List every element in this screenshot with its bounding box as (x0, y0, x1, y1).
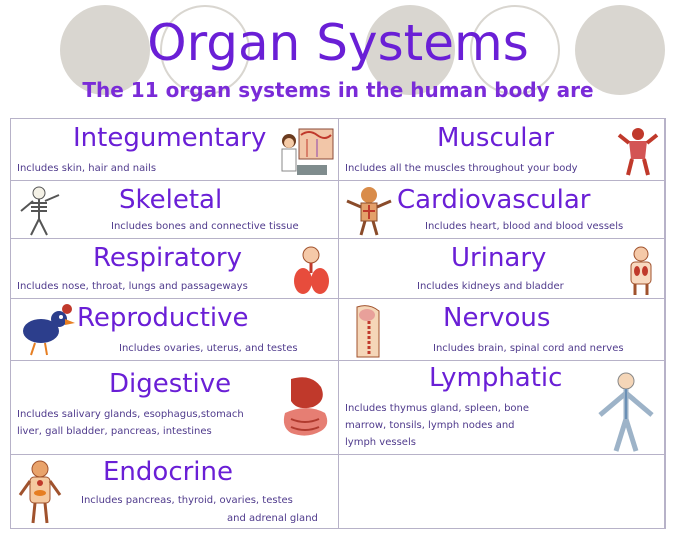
cell-urinary: Urinary Includes kidneys and bladder (339, 239, 665, 299)
cell-cardiovascular: Cardiovascular Includes heart, blood and… (339, 181, 665, 239)
decor-circle-3 (575, 5, 665, 95)
decor-ring-1 (160, 5, 250, 95)
doctor-microscope-icon (281, 128, 334, 175)
system-name: Nervous (443, 303, 551, 333)
decor-ring-2 (470, 5, 560, 95)
cell-lymphatic: Lymphatic Includes thymus gland, spleen,… (339, 361, 665, 455)
cell-endocrine: Endocrine Includes pancreas, thyroid, ov… (11, 455, 339, 528)
digestive-organs-icon (283, 377, 328, 436)
system-description: Includes all the muscles throughout your… (345, 163, 578, 174)
system-description: Includes skin, hair and nails (17, 163, 157, 174)
system-name: Endocrine (103, 457, 233, 487)
cardiovascular-figure-icon (346, 187, 392, 236)
cell-integumentary: Integumentary Includes skin, hair and na… (11, 119, 339, 181)
cell-respiratory: Respiratory Includes nose, throat, lungs… (11, 239, 339, 299)
system-description-line-2: liver, gall bladder, pancreas, intestine… (17, 426, 212, 437)
lungs-icon (294, 246, 329, 294)
system-name: Skeletal (119, 185, 223, 215)
system-description-line-1: Includes salivary glands, esophagus,stom… (17, 409, 244, 420)
system-name: Respiratory (93, 243, 242, 273)
cell-skeletal: Skeletal Includes bones and connective t… (11, 181, 339, 239)
brain-spine-icon (356, 305, 380, 358)
system-description: Includes ovaries, uterus, and testes (119, 343, 298, 354)
organ-systems-table: Integumentary Includes skin, hair and na… (10, 118, 666, 529)
system-description-line-1: Includes pancreas, thyroid, ovaries, tes… (81, 495, 293, 506)
page-subtitle: The 11 organ systems in the human body a… (82, 78, 594, 102)
muscle-man-icon (617, 128, 659, 176)
system-description: Includes bones and connective tissue (111, 221, 299, 232)
skeleton-icon (20, 186, 60, 236)
stork-bird-icon (23, 304, 75, 356)
cell-nervous: Nervous Includes brain, spinal cord and … (339, 299, 665, 361)
cell-reproductive: Reproductive Includes ovaries, uterus, a… (11, 299, 339, 361)
system-name: Cardiovascular (397, 185, 591, 215)
system-description: Includes heart, blood and blood vessels (425, 221, 624, 232)
cell-empty (339, 455, 665, 528)
endocrine-figure-icon (18, 460, 62, 524)
system-name: Integumentary (73, 123, 267, 153)
system-description: Includes nose, throat, lungs and passage… (17, 281, 248, 292)
kidney-figure-icon (630, 246, 652, 295)
system-description-line-1: Includes thymus gland, spleen, bone (345, 403, 530, 414)
page-title: Organ Systems (147, 14, 529, 72)
system-name: Reproductive (77, 303, 249, 333)
system-name: Digestive (109, 369, 232, 399)
system-name: Lymphatic (429, 363, 563, 393)
lymphatic-figure-icon (598, 372, 654, 452)
system-description: Includes kidneys and bladder (417, 281, 564, 292)
system-name: Muscular (437, 123, 555, 153)
cell-muscular: Muscular Includes all the muscles throug… (339, 119, 665, 181)
system-description-line-2: marrow, tonsils, lymph nodes and (345, 420, 515, 431)
decor-circle-2 (365, 5, 455, 95)
system-description-line-3: lymph vessels (345, 437, 416, 448)
system-name: Urinary (451, 243, 547, 273)
system-description-line-2: and adrenal gland (227, 513, 318, 524)
system-description: Includes brain, spinal cord and nerves (433, 343, 624, 354)
decor-circle-1 (60, 5, 150, 95)
cell-digestive: Digestive Includes salivary glands, esop… (11, 361, 339, 455)
